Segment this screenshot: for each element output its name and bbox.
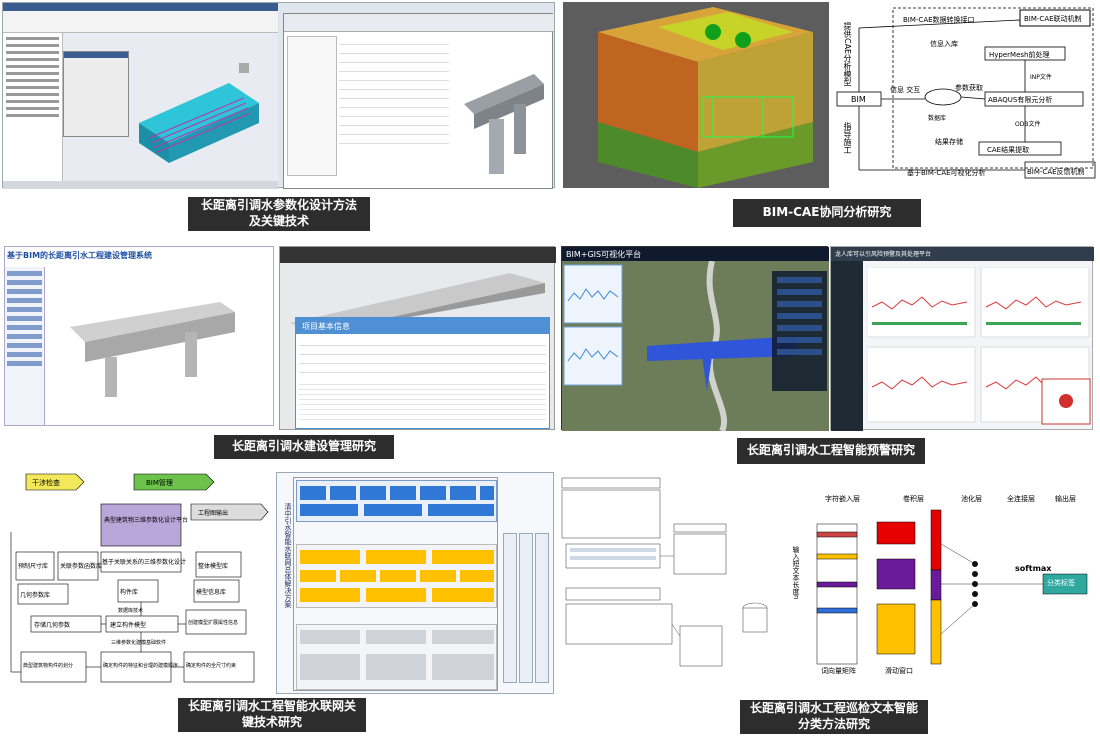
caption-warning: 长距离引调水工程智能预警研究 [737,438,925,464]
mgmt-title: 基于BIM的长距离引水工程建设管理系统 [7,251,153,260]
label-odb: ODB文件 [1015,120,1040,128]
label-cae-extract: CAE结果提取 [987,145,1029,154]
label-geo-params: 几何参数库 [20,591,50,599]
iot-layer-grid [300,486,494,680]
fem-mesh-model [598,7,813,188]
panel-text-flow [560,476,782,676]
cnn-output-label: 分类标签 [1047,579,1075,587]
caption-iot: 长距离引调水工程智能水联网关键技术研究 [178,698,366,732]
label-bim-mgmt: BIM管理 [146,478,173,487]
cnn-network [816,509,1088,665]
project-info-title: 项目基本信息 [296,318,549,334]
label-bim-cae-interface: BIM-CAE数据转换接口 [903,15,975,24]
cae-flow-diagram: BIM-CAE数据转换接口 BIM-CAE联动机制 信息入库 HyperMesh… [836,7,1096,179]
label-left-top: 提供CAE分析模型 [843,22,852,87]
label-create-model: 创建模型扩展属性信息 [188,619,238,626]
panel-param-flow: 干涉检查 BIM管理 工程图输出 典型建筑物三维参数化设计平台 基于关联关系的三… [6,472,272,697]
label-param-sys: 基于关联关系的三维参数化设计 [102,558,186,566]
label-inp: INP文件 [1030,73,1052,81]
panel-cae-model [563,2,829,188]
label-rel-lib: 关联参数函数库 [60,562,102,570]
label-hypermesh: HyperMesh前处理 [989,50,1049,59]
label-database: 数据库 [928,114,946,122]
cnn-vec-label: 词向量矩阵 [821,667,856,675]
label-entity-model: 整体模型库 [198,562,228,570]
label-bim-cae-link: BIM-CAE联动机制 [1024,14,1082,23]
label-info-exchange: 信息 交互 [890,85,920,94]
table-grid [339,36,449,146]
warning-charts [867,267,1091,425]
cnn-header-embed: 字符嵌入层 [825,495,860,503]
cad-window-left [3,3,278,189]
label-component: 构件库 [120,588,138,596]
panel-gis: BIM+GIS可视化平台 [561,246,829,431]
caption-mgmt: 长距离引调水建设管理研究 [214,435,394,459]
cnn-header-fc: 全连接层 [1007,495,1035,503]
label-feedback: BIM-CAE反馈机制 [1027,167,1085,176]
pier-model-gray [464,74,544,174]
label-interference: 干涉检查 [32,478,60,487]
dialog-box [63,51,129,137]
cad-window-right [283,13,554,189]
label-params: 参数获取 [955,83,983,92]
cnn-softmax: softmax [1015,564,1052,573]
panel-mgmt-detail: 项目基本信息 [279,246,556,430]
label-determine-constraints: 确定构件的全尺寸约束 [186,662,236,669]
warning-title: 龙人库可以引风险预警及其处理平台 [835,251,932,258]
cnn-header-conv: 卷积层 [903,495,924,503]
label-bim: BIM [851,95,866,104]
cnn-window-label: 滑动窗口 [885,667,913,675]
label-result-store: 结果存储 [935,137,963,146]
label-platform: 典型建筑物三维参数化设计平台 [104,516,188,524]
iot-title: 清中引水智能水联网总体解决方案 [284,503,292,608]
caption-bim-cae: BIM-CAE协同分析研究 [733,199,921,227]
aqueduct-model-mgmt [70,302,235,397]
label-info-in: 信息入库 [930,39,958,48]
label-drawing: 工程图输出 [198,509,228,517]
label-data-tech: 数据库技术 [118,607,143,614]
label-abaqus: ABAQUS有限元分析 [988,95,1052,104]
cnn-header-pool: 池化层 [961,495,982,503]
panel-mgmt-system: 基于BIM的长距离引水工程建设管理系统 [4,246,274,426]
gis-title: BIM+GIS可视化平台 [566,250,642,259]
panel-cnn: 字符嵌入层 卷积层 池化层 全连接层 输出层 softmax 分类标签 输入短文… [785,476,1097,676]
panel-iot-arch: 清中引水智能水联网总体解决方案 [276,472,554,694]
panel-param-design [2,2,555,189]
panel-warning: 龙人库可以引风险预警及其处理平台 [830,246,1094,431]
label-determine-order: 确定构件的特征和合理的建模顺序 [103,662,178,669]
label-typical: 典型建筑物构件的划分 [23,662,73,669]
label-left-bottom: 指导施工 [843,122,852,154]
text-pipeline-diagram [561,477,768,667]
cnn-header-output: 输出层 [1055,495,1076,503]
warning-sidebar [831,261,863,431]
label-build-model: 建立构件模型 [110,621,146,629]
cnn-input-label: 输入短文本长度n [792,546,800,600]
bridge-model-cyan [139,63,259,163]
caption-param-design: 长距离引调水参数化设计方法及关键技术 [188,197,370,231]
gis-satellite-map [562,261,829,431]
caption-nlp: 长距离引调水工程巡检文本智能分类方法研究 [740,700,928,734]
mgmt-sidebar [5,267,45,425]
label-visual: 基于BIM-CAE可视化分析 [907,168,986,177]
panel-cae-flow: BIM-CAE数据转换接口 BIM-CAE联动机制 信息入库 HyperMesh… [835,2,1098,188]
project-info-panel: 项目基本信息 [295,317,550,429]
label-model-info: 模型信息库 [196,588,226,596]
label-store-geo: 存储几何参数 [34,621,70,629]
label-base-sw: 三维参数化建模基础软件 [111,639,166,646]
label-param-lib: 预制尺寸库 [18,562,48,570]
param-flow-diagram: 干涉检查 BIM管理 工程图输出 典型建筑物三维参数化设计平台 基于关联关系的三… [10,473,269,683]
